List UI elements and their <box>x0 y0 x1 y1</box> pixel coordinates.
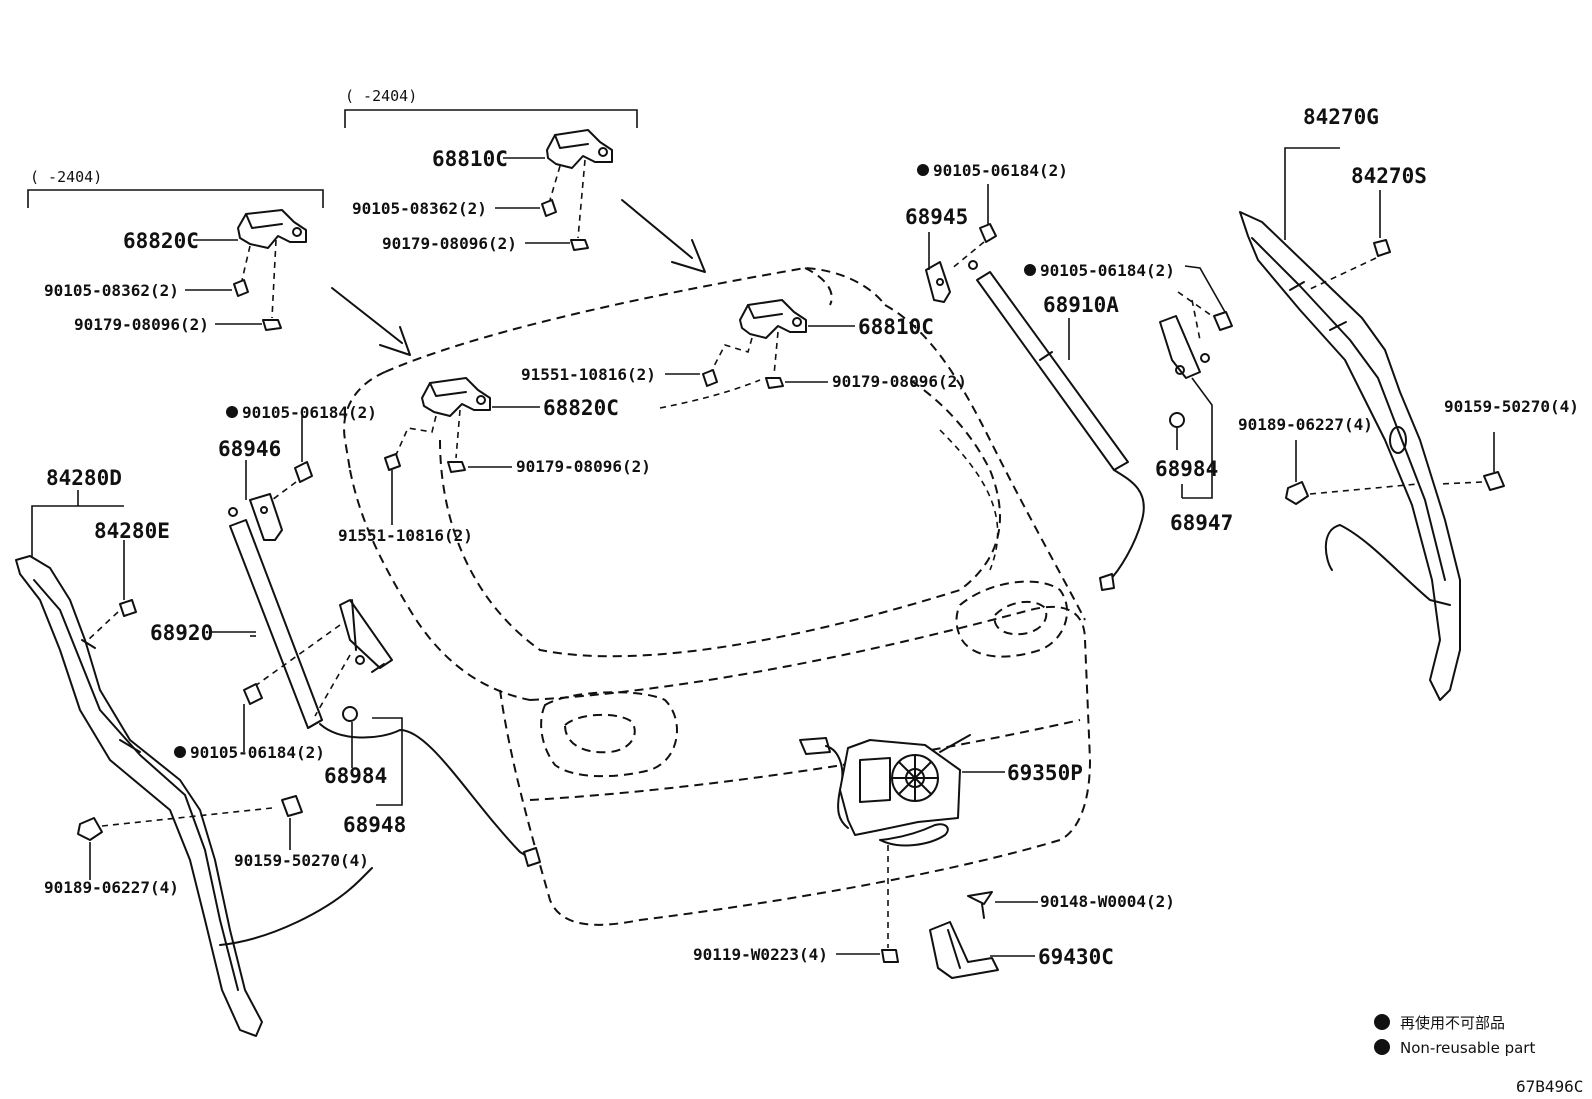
label-90179-08096-a: 90179-08096(2) <box>74 315 209 334</box>
non-reusable-dot-icon <box>1374 1014 1390 1030</box>
label-90105-06184-b: 90105-06184(2) <box>1040 261 1175 280</box>
label-90159-50270-left: 90159-50270(4) <box>234 851 369 870</box>
range-bracket-left: ( -2404) <box>27 168 324 208</box>
label-84280E: 84280E <box>94 519 170 543</box>
label-90189-06227-right: 90189-06227(4) <box>1238 415 1373 434</box>
stay-68920: 90105-06184(2) 68946 68920 90105-06184(2… <box>150 403 541 867</box>
hinge-68810C-right: 68810C 91551-10816(2) 90179-08096(2) <box>521 299 967 391</box>
label-90189-06227-left: 90189-06227(4) <box>44 878 179 897</box>
label-68810C-top: 68810C <box>432 147 508 171</box>
label-68820C-left: 68820C <box>123 229 199 253</box>
garnish-84270G: 84270G 84270S <box>1239 105 1461 701</box>
range-label-left: ( -2404) <box>30 168 102 186</box>
label-90105-06184-c: 90105-06184(2) <box>242 403 377 422</box>
legend-jp: 再使用不可部品 <box>1400 1014 1505 1032</box>
clips-right: 90189-06227(4) 90159-50270(4) <box>1238 397 1579 505</box>
label-84270S: 84270S <box>1351 164 1427 188</box>
label-68946: 68946 <box>218 437 281 461</box>
label-91551-10816-b: 91551-10816(2) <box>338 526 473 545</box>
label-90105-08362-b: 90105-08362(2) <box>352 199 487 218</box>
label-68947: 68947 <box>1170 511 1233 535</box>
diagram-code: 67B496C <box>1516 1077 1583 1096</box>
label-69430C: 69430C <box>1038 945 1114 969</box>
bracket-68947: 90105-06184(2) 68984 68947 <box>1024 261 1233 535</box>
clips-left: 90159-50270(4) 90189-06227(4) <box>44 795 369 897</box>
label-90119-W0223: 90119-W0223(4) <box>693 945 828 964</box>
label-84280D: 84280D <box>46 466 122 490</box>
hinge-68820C-center: 68820C 90179-08096(2) 91551-10816(2) <box>338 377 651 545</box>
label-69350P: 69350P <box>1007 761 1083 785</box>
legend: 再使用不可部品 Non-reusable part 67B496C <box>1374 1014 1583 1096</box>
non-reusable-dot-icon-en <box>1374 1039 1390 1055</box>
label-68810C-right: 68810C <box>858 315 934 339</box>
label-68920: 68920 <box>150 621 213 645</box>
label-68948: 68948 <box>343 813 406 837</box>
label-91551-10816-a: 91551-10816(2) <box>521 365 656 384</box>
legend-en: Non-reusable part <box>1400 1039 1535 1057</box>
label-90105-06184-d: 90105-06184(2) <box>190 743 325 762</box>
label-90148-W0004: 90148-W0004(2) <box>1040 892 1175 911</box>
label-90179-08096-d: 90179-08096(2) <box>516 457 651 476</box>
back-door-panel <box>343 266 1092 926</box>
label-68984-left: 68984 <box>324 764 387 788</box>
range-bracket-center: ( -2404) <box>344 87 638 128</box>
label-90159-50270-right: 90159-50270(4) <box>1444 397 1579 416</box>
label-68945: 68945 <box>905 205 968 229</box>
label-68820C-center: 68820C <box>543 396 619 420</box>
label-68984-right: 68984 <box>1155 457 1218 481</box>
door-lock-69350P: 69350P 90119-W0223(4) <box>693 734 1083 964</box>
label-90105-08362-a: 90105-08362(2) <box>44 281 179 300</box>
label-90179-08096-c: 90179-08096(2) <box>832 372 967 391</box>
direction-arrows <box>331 199 706 356</box>
hinge-68810C-top: 68810C 90105-08362(2) 90179-08096(2) <box>352 129 613 253</box>
label-84270G: 84270G <box>1303 105 1379 129</box>
striker-69430C: 90148-W0004(2) 69430C <box>929 891 1175 979</box>
stay-68910A: 90105-06184(2) 68945 68910A <box>905 161 1145 591</box>
label-68910A: 68910A <box>1043 293 1119 317</box>
range-label-center: ( -2404) <box>345 87 417 105</box>
label-90179-08096-b: 90179-08096(2) <box>382 234 517 253</box>
label-90105-06184-a: 90105-06184(2) <box>933 161 1068 180</box>
hinge-68820C-left: 68820C 90105-08362(2) 90179-08096(2) <box>44 209 307 334</box>
garnish-84280D: 84280D 84280E <box>15 466 373 1037</box>
